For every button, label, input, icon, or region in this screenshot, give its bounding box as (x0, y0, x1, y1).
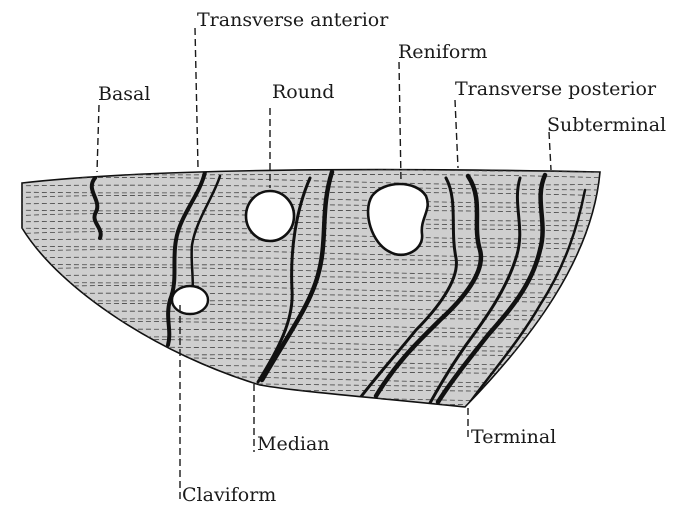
label-reniform: Reniform (398, 41, 487, 63)
leader-transverse-posterior (455, 100, 458, 168)
label-median: Median (257, 433, 330, 455)
label-round: Round (272, 81, 334, 103)
hatch-line (10, 401, 610, 406)
hatch-line (10, 408, 610, 412)
label-basal: Basal (98, 83, 150, 105)
wing-outline (22, 170, 600, 407)
leader-reniform (399, 62, 401, 182)
hatch-line (10, 393, 610, 400)
round-spot (246, 191, 294, 241)
leader-subterminal (549, 132, 551, 170)
label-claviform: Claviform (182, 484, 276, 506)
label-transverse-posterior: Transverse posterior (455, 78, 657, 100)
leader-basal (97, 105, 99, 172)
label-transverse-anterior: Transverse anterior (197, 9, 389, 31)
label-subterminal: Subterminal (547, 114, 666, 136)
leader-transverse-anterior (195, 28, 198, 168)
label-terminal: Terminal (471, 426, 556, 448)
claviform-spot (172, 286, 208, 314)
